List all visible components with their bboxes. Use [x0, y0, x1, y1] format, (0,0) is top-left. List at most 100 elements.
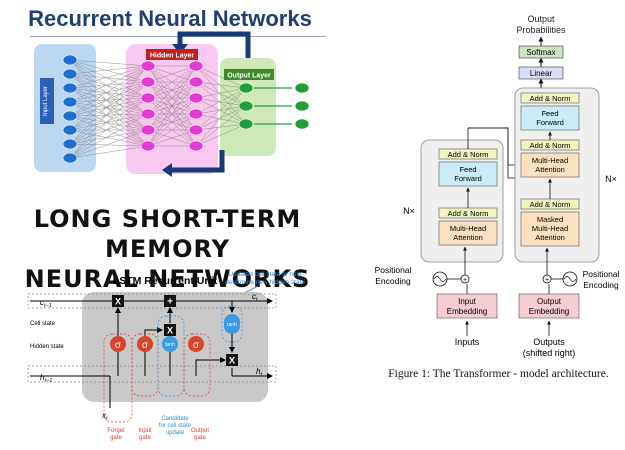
connection [69, 59, 149, 99]
connection [69, 65, 149, 145]
connection [195, 105, 247, 115]
lstm-heading: LONG SHORT-TERM MEMORY NEURAL NETWORKS [0, 204, 335, 294]
svg-text:Embedding: Embedding [529, 307, 569, 316]
input-gate-label-2: gate [139, 435, 151, 441]
connection [69, 97, 149, 103]
h-prev-label: ht−1 [40, 373, 52, 384]
connection [69, 81, 149, 131]
annotation-line1: Updated cell state to help [228, 271, 302, 278]
connection [69, 65, 149, 117]
svg-text:+: + [167, 297, 173, 308]
candidate-label-3: update [166, 430, 185, 436]
hidden-node [188, 124, 204, 136]
svg-text:Input: Input [458, 297, 477, 306]
connection [69, 97, 149, 131]
connection [69, 65, 149, 75]
connection [195, 105, 247, 131]
input-node [62, 152, 78, 164]
output-result-node [294, 82, 310, 94]
svg-text:σ: σ [115, 340, 122, 351]
svg-text:Multi-Head: Multi-Head [450, 224, 486, 233]
decoder-nx-label: N× [605, 174, 617, 184]
pos-enc-left-line1: Positional [375, 265, 412, 275]
feedback-arrow [170, 150, 225, 173]
svg-text:Add & Norm: Add & Norm [530, 200, 571, 209]
hidden-node [188, 92, 204, 104]
svg-text:tanh: tanh [165, 342, 175, 348]
svg-text:+: + [463, 277, 467, 284]
svg-text:σ: σ [193, 340, 200, 351]
svg-text:Add & Norm: Add & Norm [448, 209, 489, 218]
forget-gate-label-2: gate [110, 435, 122, 441]
cell-add-op: + [164, 295, 176, 308]
input-sigma-node: σ [137, 336, 153, 352]
softmax-label: Softmax [526, 48, 555, 57]
connection [69, 143, 149, 147]
connection [69, 145, 149, 159]
connection [195, 87, 247, 131]
connection [147, 81, 197, 147]
connection [69, 65, 149, 159]
connection [147, 65, 197, 131]
input-embedding-block [436, 293, 498, 319]
c-t-label: ct [252, 292, 258, 303]
output-result-node [294, 118, 310, 130]
connection [69, 101, 149, 147]
encoder-multi-head-attention [438, 220, 498, 246]
output-probabilities-line1: Output [527, 14, 555, 24]
connection [69, 59, 149, 131]
input-node [62, 54, 78, 66]
connection [69, 115, 149, 147]
output-node [238, 118, 254, 130]
svg-text:σ: σ [142, 340, 149, 351]
annotation-line2: determine new hidden state [225, 279, 305, 286]
connection [69, 97, 149, 117]
connection [195, 97, 247, 107]
output-node [238, 100, 254, 112]
hidden-node [188, 108, 204, 120]
hidden-node [140, 108, 156, 120]
connection [69, 115, 149, 131]
output-gate-label-2: gate [194, 435, 206, 441]
connection [69, 97, 149, 145]
x-t-label: xt [101, 411, 108, 422]
connection [69, 87, 149, 115]
svg-text:Feed: Feed [541, 109, 558, 118]
connection [69, 65, 149, 131]
connection [147, 113, 197, 147]
output-node [238, 82, 254, 94]
output-probabilities-line2: Probabilities [516, 25, 566, 35]
connection [195, 97, 247, 125]
decoder-multi-head-attention [520, 152, 580, 178]
connection [69, 113, 149, 117]
connection [69, 129, 149, 147]
rnn-title: Recurrent Neural Networks [28, 6, 312, 31]
decoder-addnorm-1 [520, 92, 580, 104]
svg-text:Add & Norm: Add & Norm [530, 141, 571, 150]
encoder-feed-forward [438, 161, 498, 187]
linear-label: Linear [530, 69, 553, 78]
inputs-label: Inputs [455, 337, 480, 347]
input-layer-label: Input Layer [43, 86, 49, 116]
connection [69, 59, 149, 147]
svg-text:Attention: Attention [535, 233, 565, 242]
connection [69, 73, 149, 115]
connection [69, 129, 149, 159]
pos-enc-right-line1: Positional [583, 269, 620, 279]
pos-enc-left-line2: Encoding [375, 276, 411, 286]
input-gate-label-1: Input [138, 428, 152, 434]
connection [69, 113, 149, 131]
svg-text:tanh: tanh [227, 322, 237, 328]
connection [69, 81, 149, 117]
svg-text:X: X [115, 297, 121, 307]
connection [147, 65, 197, 99]
svg-text:Masked: Masked [537, 215, 563, 224]
svg-text:Multi-Head: Multi-Head [532, 224, 568, 233]
output-multiply-op: X [226, 354, 238, 366]
decoder-feed-forward [520, 105, 580, 131]
figure-caption: Figure 1: The Transformer - model archit… [388, 368, 609, 380]
hidden-layer-panel [126, 44, 218, 174]
connection [69, 113, 149, 159]
connection [69, 73, 149, 99]
recurrent-arrow [177, 31, 251, 58]
